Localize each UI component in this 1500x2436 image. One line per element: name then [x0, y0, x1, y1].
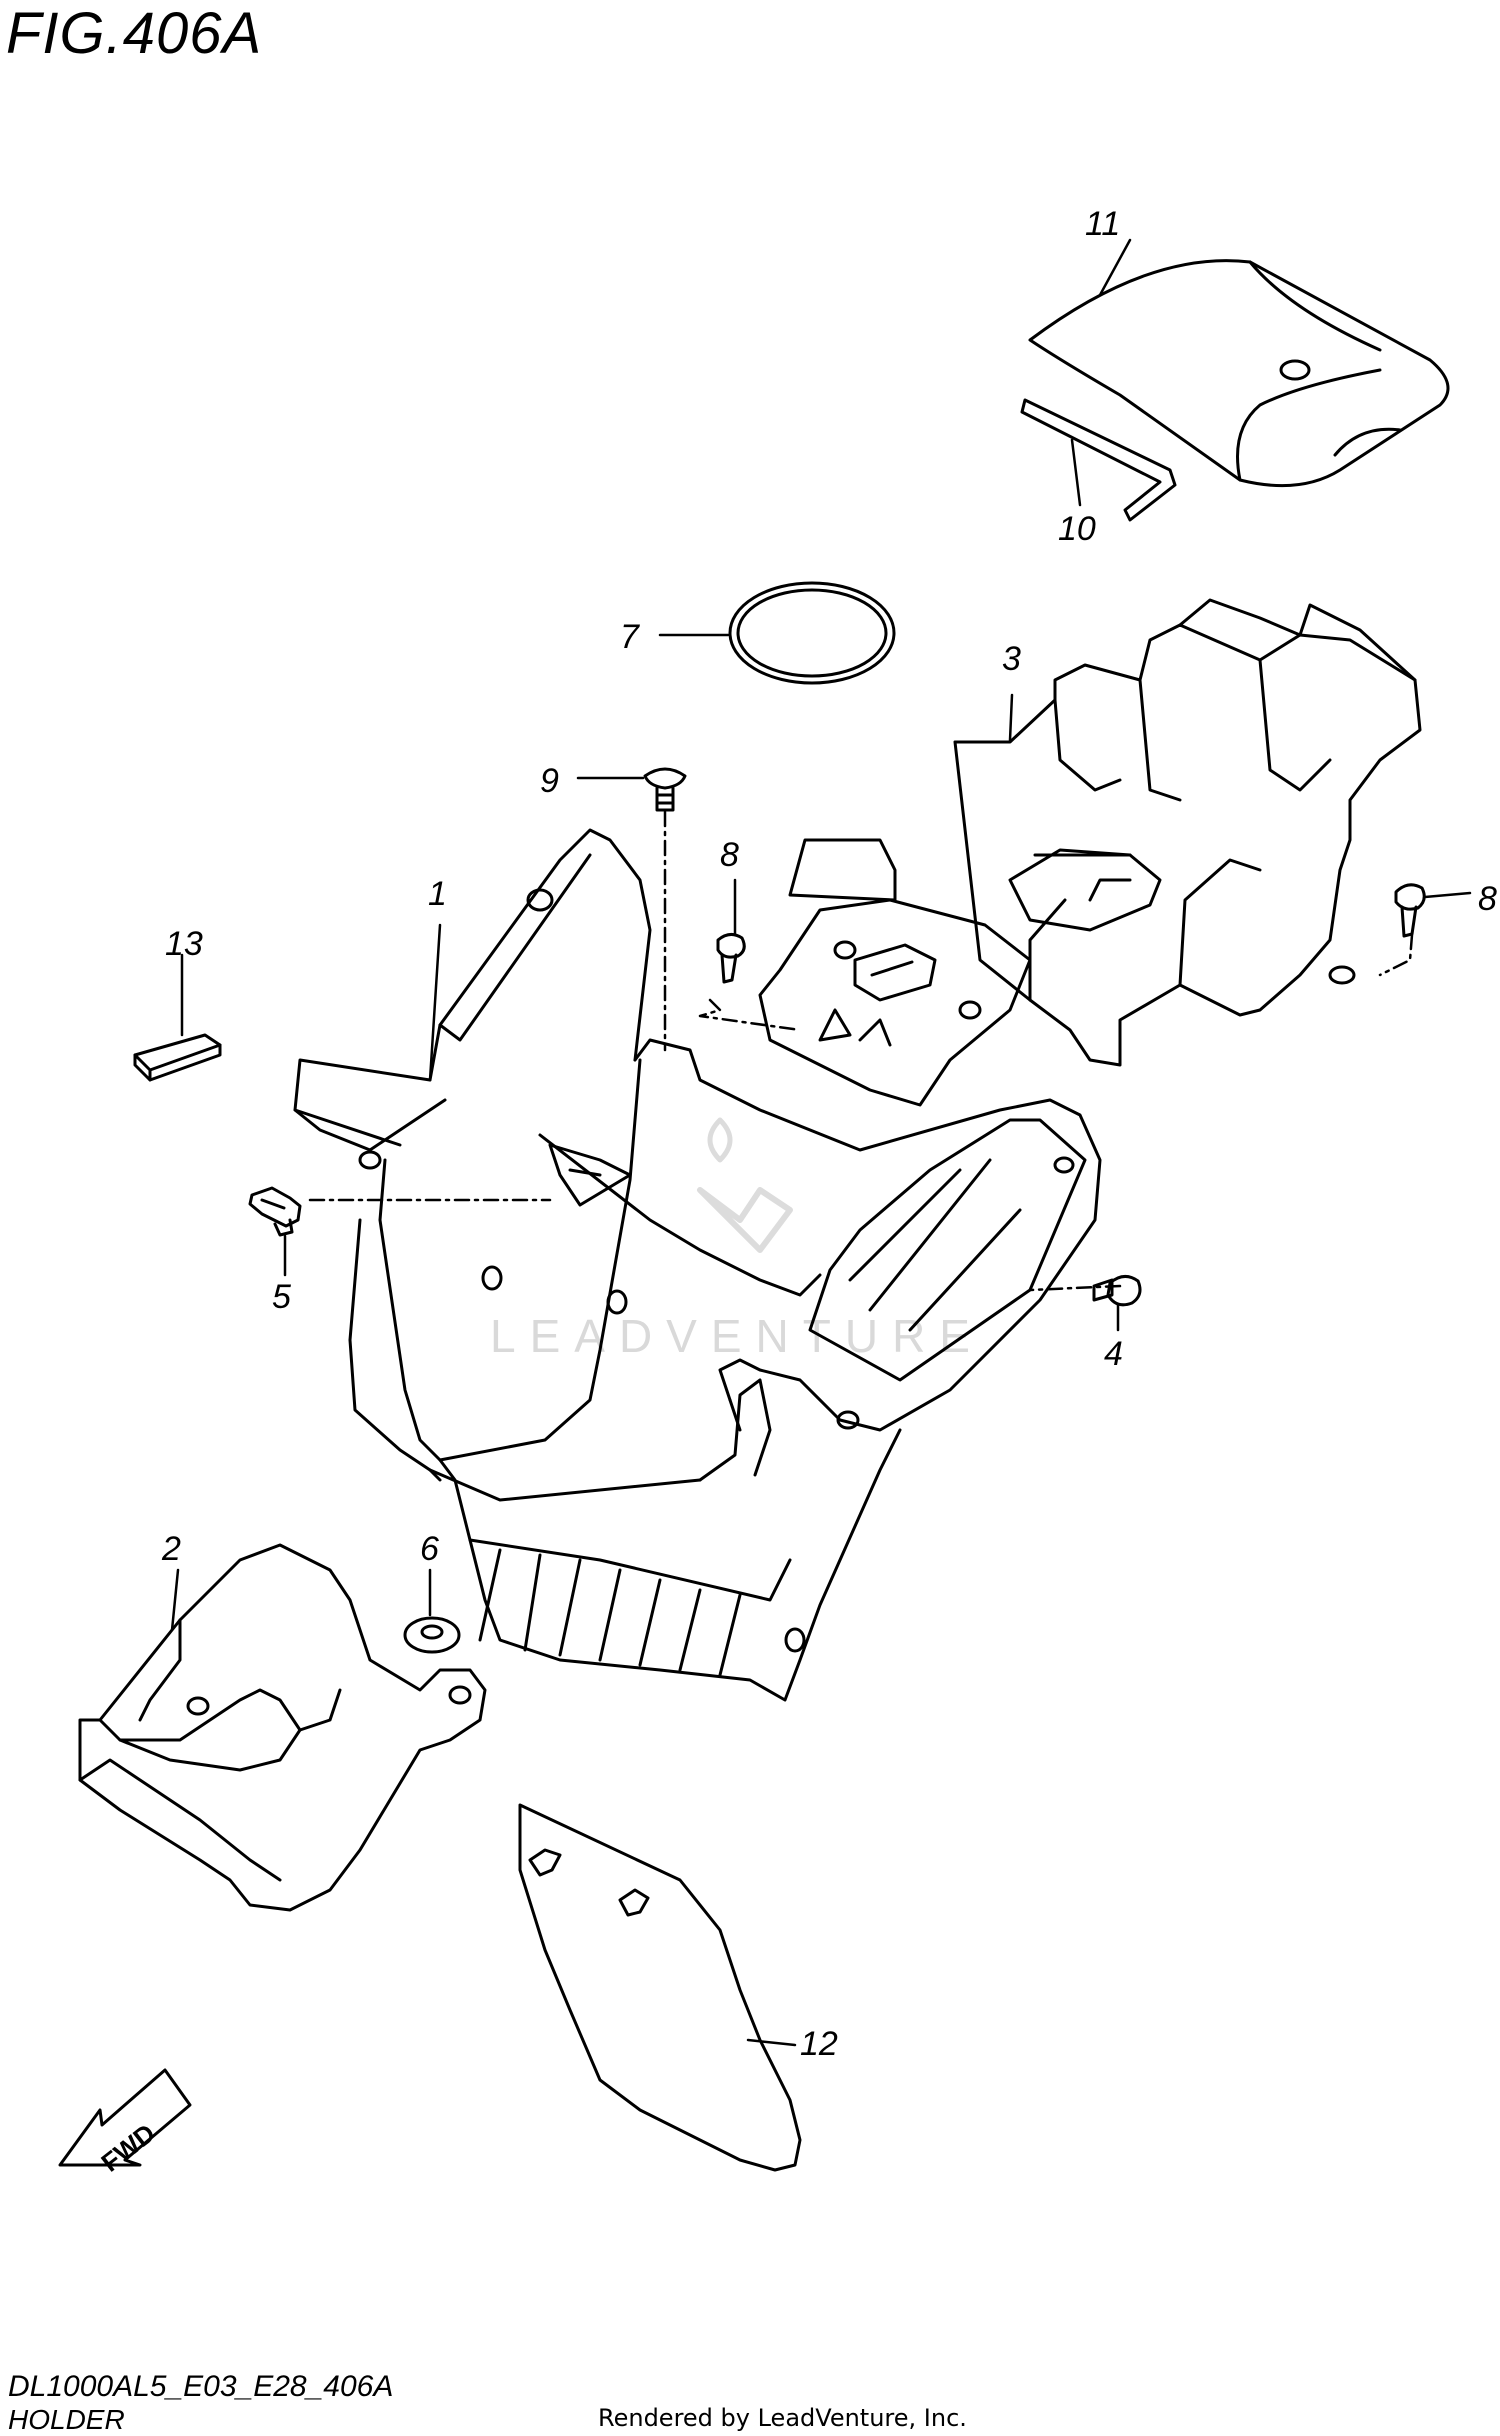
- part-10-wrench: [1020, 398, 1177, 522]
- part-6-washer: [403, 1616, 461, 1654]
- callout-12: 12: [800, 2025, 838, 2063]
- part-3-bracket: [953, 598, 1422, 1067]
- callout-8-left: 8: [720, 836, 739, 874]
- part-8-screw-left: [716, 933, 746, 984]
- part-9-screw: [643, 767, 687, 812]
- credit-text: Rendered by LeadVenture, Inc.: [598, 2404, 967, 2432]
- part-2-cover: [78, 1543, 487, 1912]
- figure-title: FIG.406A: [6, 1, 263, 66]
- part-3-clip-plate: [758, 838, 1032, 1107]
- part-1-holder: [293, 828, 1102, 1702]
- callout-5: 5: [272, 1278, 291, 1316]
- fwd-arrow-icon: [58, 2068, 192, 2167]
- callout-3: 3: [1002, 640, 1021, 678]
- callout-8-right: 8: [1478, 880, 1497, 918]
- part-4-screw: [1092, 1275, 1142, 1307]
- callout-4: 4: [1104, 1335, 1123, 1373]
- part-11-cover: [1028, 259, 1450, 488]
- callout-9: 9: [540, 762, 559, 800]
- part-13-label: [133, 1033, 222, 1082]
- part-7-ring: [728, 581, 896, 685]
- part-12-plate: [518, 1803, 802, 2172]
- callout-7: 7: [620, 618, 640, 656]
- fwd-label: FWD: [95, 2118, 160, 2178]
- callout-10: 10: [1058, 510, 1096, 548]
- watermark-text: LEADVENTURE: [490, 1310, 984, 1362]
- leader-lines: [170, 238, 1472, 2047]
- callout-2: 2: [161, 1530, 181, 1568]
- callout-13: 13: [165, 925, 203, 963]
- diagram-name: HOLDER: [8, 2404, 125, 2435]
- callout-1: 1: [428, 875, 447, 913]
- callout-6: 6: [420, 1530, 439, 1568]
- watermark-logo: [697, 1117, 793, 1253]
- part-5-nut: [248, 1186, 302, 1237]
- diagram-code: DL1000AL5_E03_E28_406A: [8, 2370, 394, 2403]
- part-8-screw-right: [1394, 883, 1426, 938]
- callout-11: 11: [1085, 205, 1120, 243]
